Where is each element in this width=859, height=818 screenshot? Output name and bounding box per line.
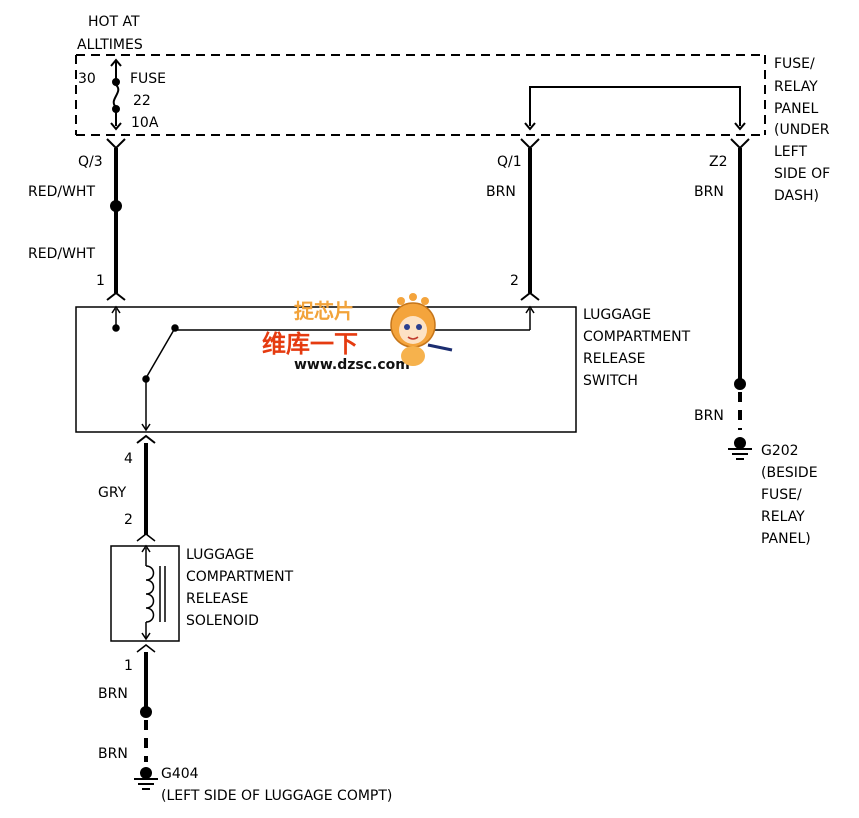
switch-pin2-label: 2: [510, 273, 519, 289]
watermark-cn-text: 维库一下: [262, 330, 358, 358]
ground-g202-loc-4: PANEL): [761, 531, 811, 547]
supply-label-line1: HOT AT: [88, 14, 140, 30]
connector-q3-label: Q/3: [78, 154, 103, 170]
panel-connector-symbols: [106, 138, 750, 150]
wire-label-red-wht-upper: RED/WHT: [28, 184, 95, 200]
fuse-panel-label-4: (UNDER: [774, 122, 830, 138]
switch-connector-symbols: [106, 291, 540, 444]
switch-pin1-label: 1: [96, 273, 105, 289]
fuse-panel-label-6: SIDE OF: [774, 166, 830, 182]
connector-z2-label: Z2: [709, 154, 728, 170]
fuse-label-line2: 22: [133, 93, 151, 109]
solenoid-pin2-label: 2: [124, 512, 133, 528]
ground-g404-id: G404: [161, 766, 199, 782]
ground-g202-symbol: [728, 437, 752, 460]
watermark-url-text: www.dzsc.com: [294, 357, 410, 373]
ground-g202-loc-2: FUSE/: [761, 487, 802, 503]
wire-label-brn-g404: BRN: [98, 746, 128, 762]
supply-label-line2: ALLTIMES: [77, 37, 143, 53]
solenoid-box: [110, 533, 180, 653]
switch-label-2: COMPARTMENT: [583, 329, 691, 345]
fuse-label-line1: FUSE: [130, 71, 166, 87]
wire-label-brn-sol: BRN: [98, 686, 128, 702]
fuse-label-line3: 10A: [131, 115, 159, 131]
fuse-symbol: [110, 60, 122, 131]
solenoid-label-4: SOLENOID: [186, 613, 259, 629]
ground-g404-location: (LEFT SIDE OF LUGGAGE COMPT): [161, 788, 392, 804]
solenoid-label-2: COMPARTMENT: [186, 569, 294, 585]
wire-label-red-wht-lower: RED/WHT: [28, 246, 95, 262]
fuse-panel-label-2: RELAY: [774, 79, 818, 95]
watermark-mascot-icon: [390, 293, 453, 366]
splice-brn-z2: [734, 378, 746, 390]
fuse-panel-label-3: PANEL: [774, 101, 818, 117]
switch-box: [75, 306, 577, 433]
splice-brn-solenoid: [140, 706, 152, 718]
fuse-panel-label-5: LEFT: [774, 144, 807, 160]
wire-label-gry: GRY: [98, 485, 127, 501]
fuse-panel-label-7: DASH): [774, 188, 819, 204]
switch-contacts: [111, 305, 535, 432]
wire-label-brn-z2: BRN: [694, 184, 724, 200]
ground-g404-symbol: [134, 767, 158, 790]
fuse-cavity-label: 30: [78, 71, 96, 87]
fuse-relay-panel-box: [75, 54, 766, 136]
switch-pin4-label: 4: [124, 451, 133, 467]
watermark-top-text: 捉芯片: [294, 299, 354, 323]
switch-label-4: SWITCH: [583, 373, 638, 389]
watermark-logo: 捉芯片 维库一下 www.dzsc.com: [262, 293, 453, 373]
switch-label-1: LUGGAGE: [583, 307, 651, 323]
solenoid-label-1: LUGGAGE: [186, 547, 254, 563]
fuse-panel-label-1: FUSE/: [774, 56, 815, 72]
wire-label-brn-g202: BRN: [694, 408, 724, 424]
wire-label-brn-q1: BRN: [486, 184, 516, 200]
fuse-top-arrow: [110, 58, 122, 67]
ground-g202-loc-1: (BESIDE: [761, 465, 818, 481]
panel-internal-bus: [524, 86, 746, 131]
solenoid-pin1-label: 1: [124, 658, 133, 674]
solenoid-label-3: RELEASE: [186, 591, 249, 607]
splice-red-wht: [110, 200, 122, 212]
switch-label-3: RELEASE: [583, 351, 646, 367]
connector-q1-label: Q/1: [497, 154, 522, 170]
ground-g202-loc-3: RELAY: [761, 509, 805, 525]
ground-g202-id: G202: [761, 443, 799, 459]
